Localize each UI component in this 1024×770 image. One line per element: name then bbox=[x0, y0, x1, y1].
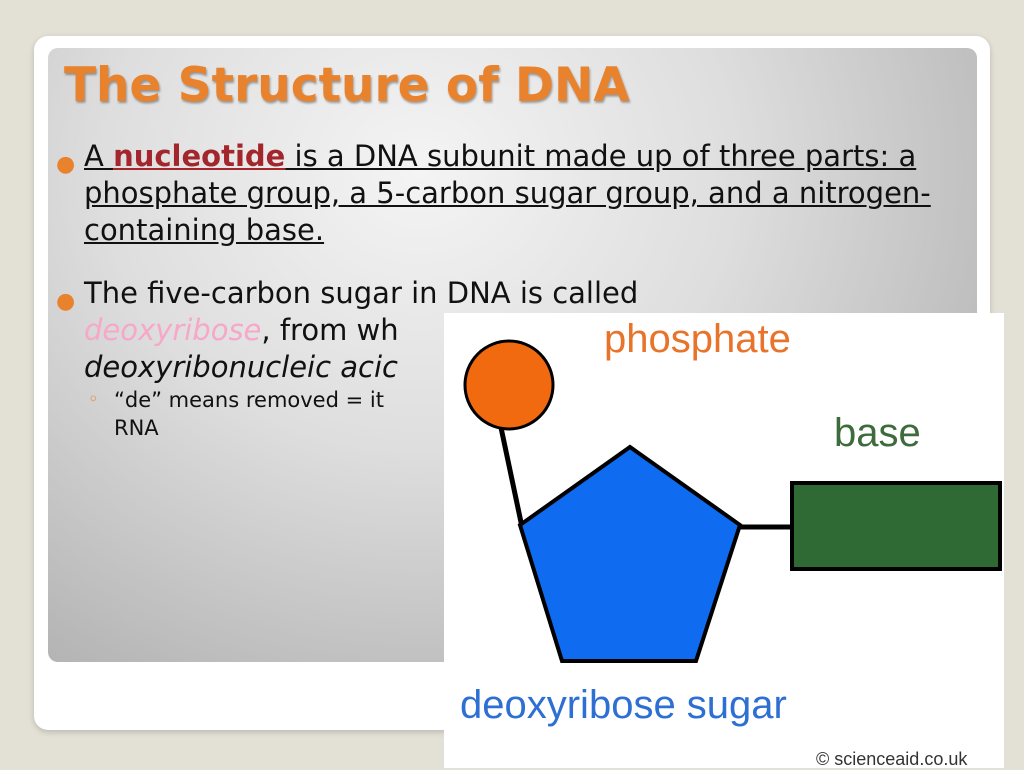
sub-bullet-line2: RNA bbox=[114, 416, 159, 440]
credit-label: © scienceaid.co.uk bbox=[816, 749, 968, 769]
sugar-pentagon bbox=[517, 444, 743, 663]
bullet-dot-icon: ● bbox=[56, 152, 76, 177]
keyword-deoxyribose: deoxyribose bbox=[84, 313, 262, 347]
sugar-label: deoxyribose sugar bbox=[460, 683, 787, 727]
sub-bullet-text: “de” means removed = it bbox=[114, 388, 384, 412]
bullet-deoxyribose: ● The five-carbon sugar in DNA is called… bbox=[56, 275, 956, 442]
phosphate-circle bbox=[463, 339, 555, 431]
phosphate-label: phosphate bbox=[604, 317, 791, 361]
bullet1-prefix: A bbox=[84, 139, 114, 173]
sub-bullet-list: ◦ “de” means removed = it RNA bbox=[84, 386, 956, 442]
nucleotide-diagram: phosphate base deoxyribose sugar © scien… bbox=[444, 313, 1004, 769]
base-label: base bbox=[834, 411, 921, 455]
keyword-nucleotide: nucleotide bbox=[113, 139, 286, 173]
bullet-list: ● A nucleotide is a DNA subunit made up … bbox=[56, 138, 956, 462]
base-rectangle bbox=[790, 481, 1002, 571]
bullet-nucleotide: ● A nucleotide is a DNA subunit made up … bbox=[56, 138, 956, 249]
bullet2-middle: , from wh bbox=[261, 313, 399, 347]
bullet-dot-icon: ● bbox=[56, 289, 76, 314]
bullet1-text: is a DNA subunit made up of three parts:… bbox=[84, 139, 931, 247]
sub-bullet-circle-icon: ◦ bbox=[88, 389, 99, 410]
bullet2-prefix: The five-carbon sugar in DNA is called bbox=[84, 276, 639, 310]
sub-bullet-de: ◦ “de” means removed = it RNA bbox=[84, 386, 956, 442]
nucleotide-svg bbox=[463, 339, 1002, 663]
slide-title: The Structure of DNA bbox=[64, 58, 630, 113]
bullet2-italic-tail: deoxyribonucleic acic bbox=[84, 350, 398, 384]
